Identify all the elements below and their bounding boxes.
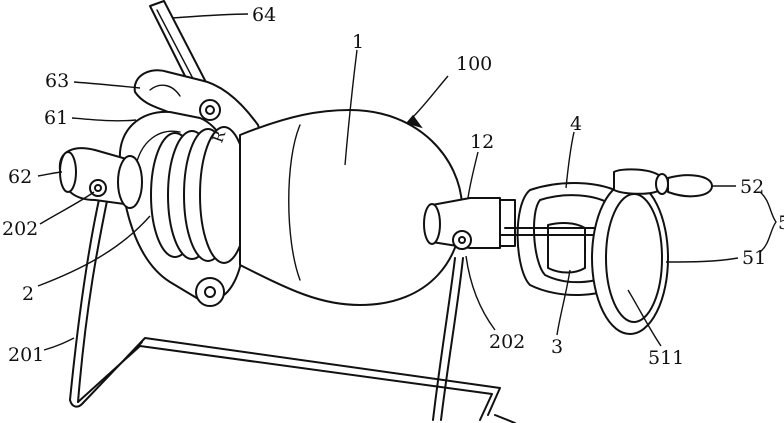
label-202-right: 202 [489, 331, 525, 353]
label-64: 64 [252, 4, 276, 26]
label-12: 12 [470, 131, 494, 153]
left-cap-assembly [58, 0, 267, 307]
label-511: 511 [648, 347, 684, 369]
label-5: 5 [778, 212, 784, 234]
label-2: 2 [22, 283, 34, 305]
bulb-body [239, 109, 464, 306]
neck [423, 197, 516, 250]
label-63: 63 [45, 70, 69, 92]
label-61: 61 [44, 107, 68, 129]
ring-assembly [591, 168, 713, 335]
label-202-left: 202 [2, 218, 38, 240]
reference-labels: 64 63 61 62 202 2 201 1 100 12 4 52 5 51… [2, 4, 784, 369]
label-100: 100 [456, 53, 492, 75]
label-1: 1 [352, 31, 364, 53]
label-51: 51 [742, 247, 766, 269]
stand-frame [69, 194, 516, 423]
label-3: 3 [551, 336, 563, 358]
label-52: 52 [740, 176, 764, 198]
leader-lines [37, 13, 777, 351]
label-4: 4 [570, 113, 582, 135]
label-201: 201 [8, 344, 44, 366]
label-62: 62 [8, 166, 32, 188]
